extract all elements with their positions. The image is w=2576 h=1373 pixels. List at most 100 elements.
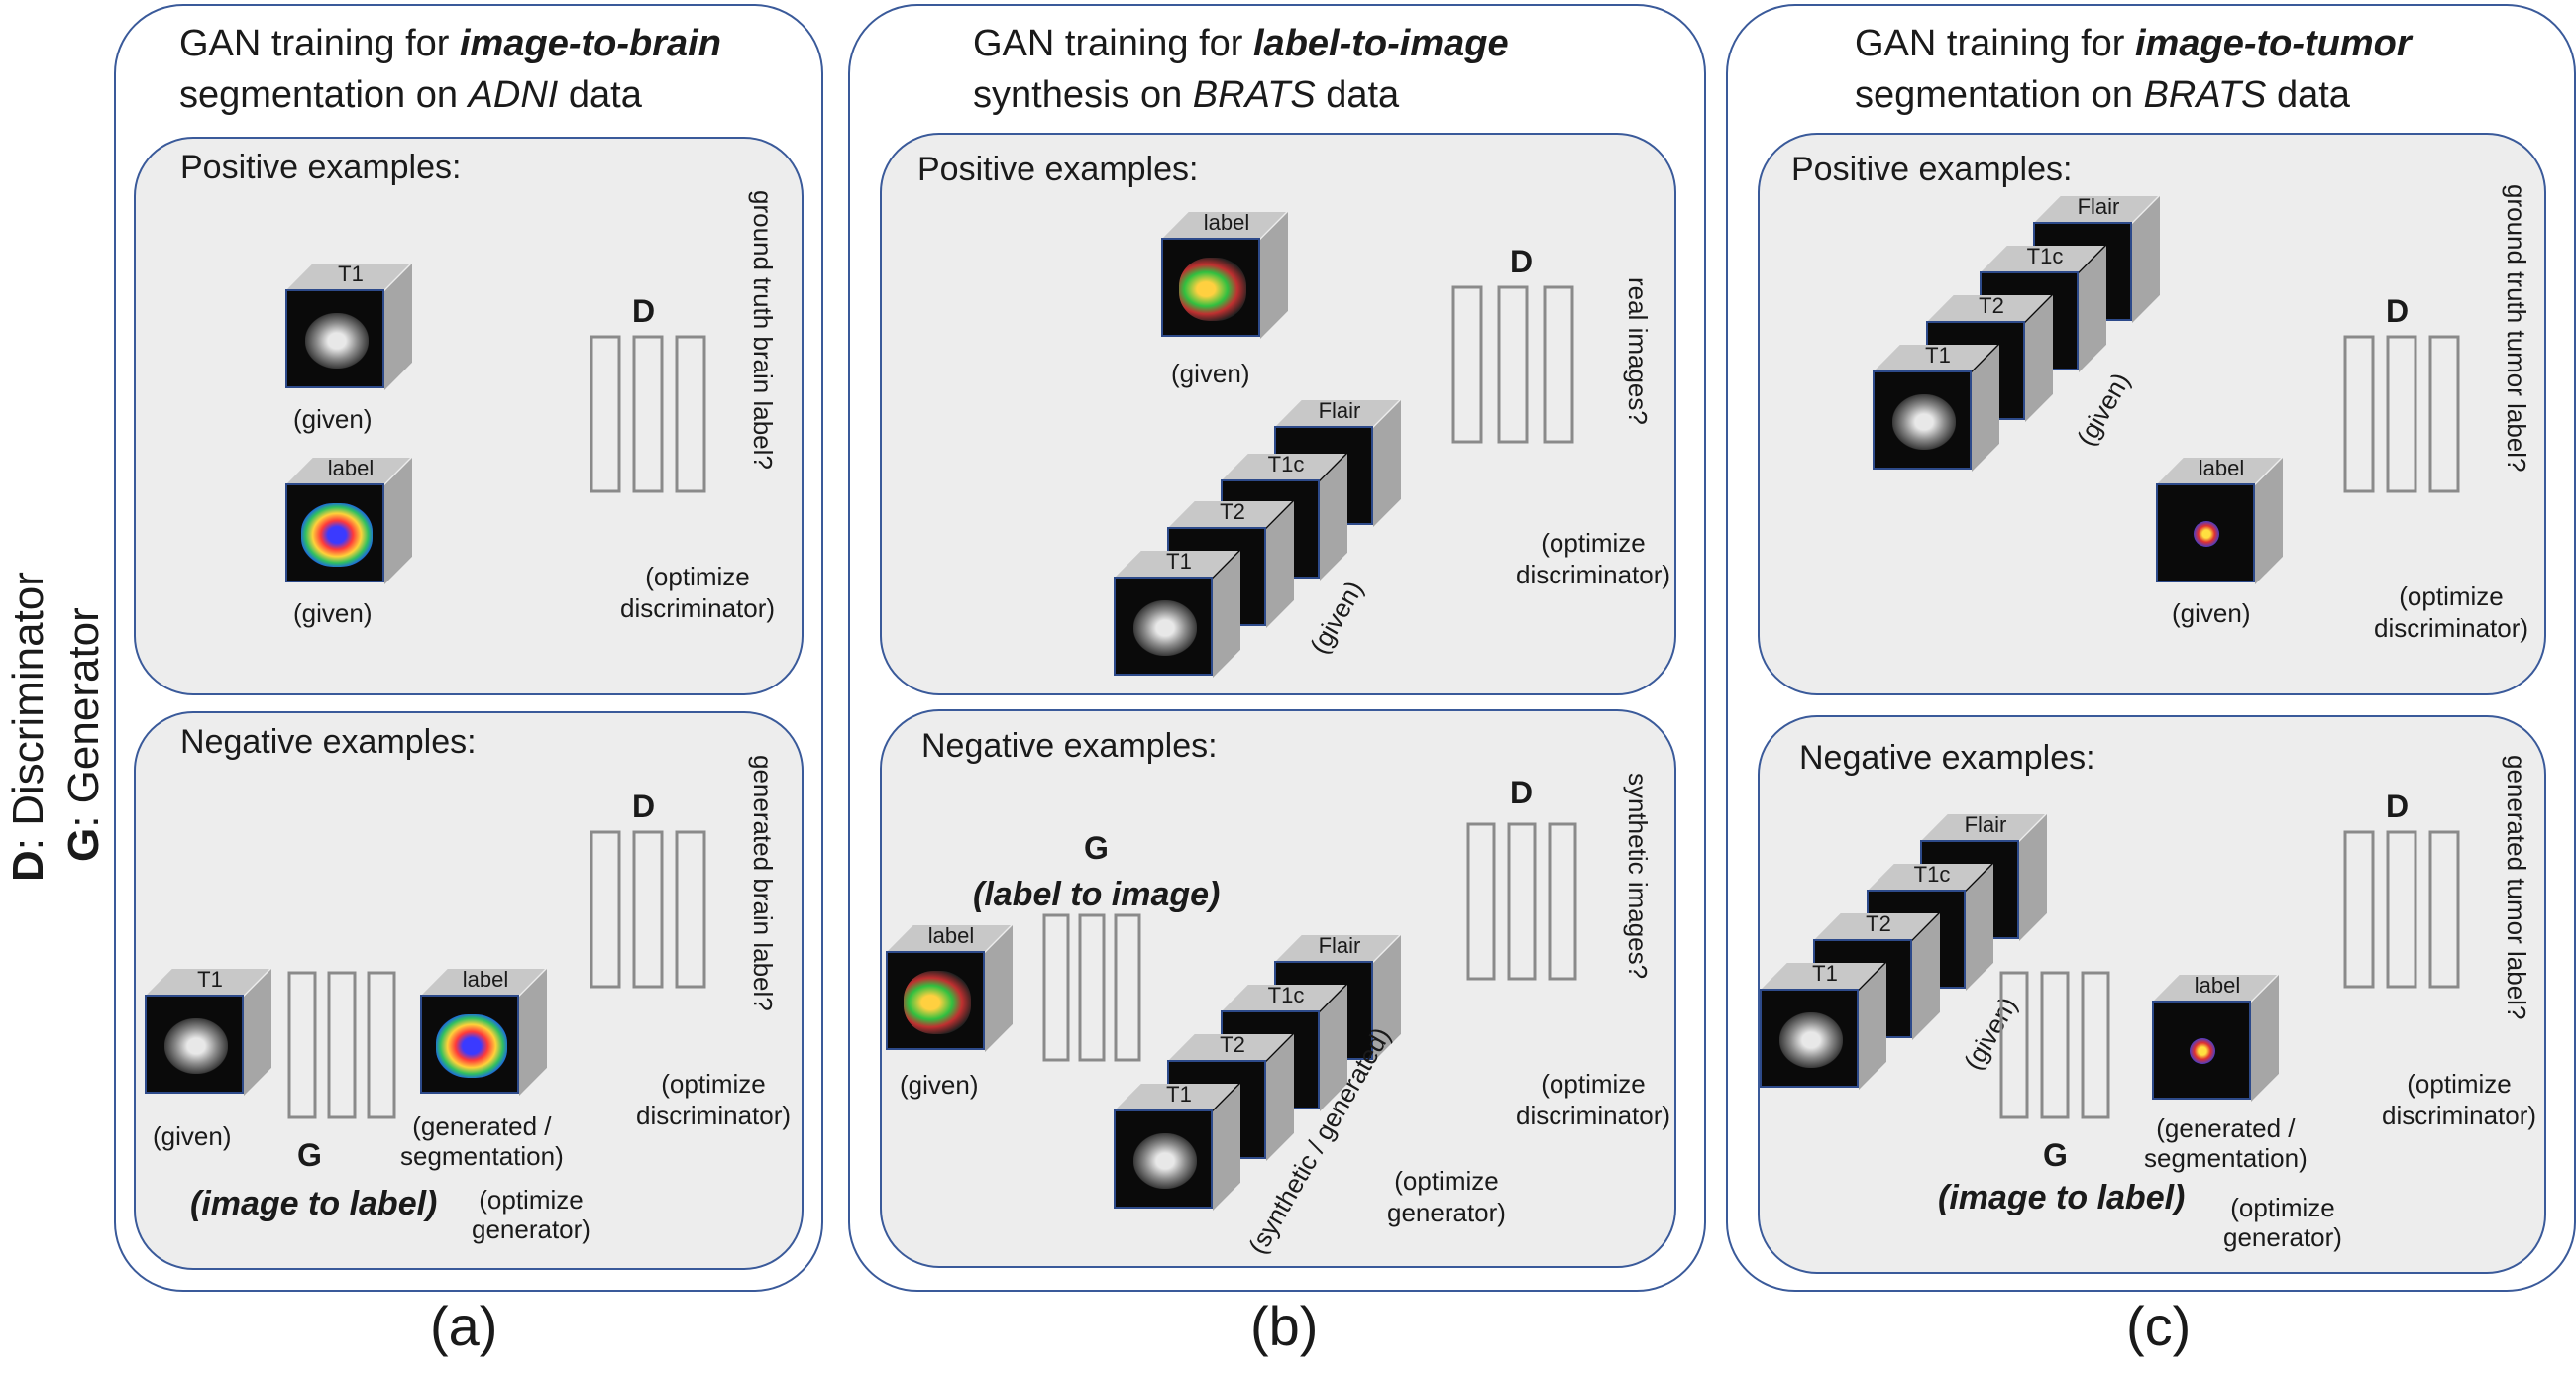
mri-slice <box>1873 370 1972 470</box>
title-prefix: GAN training for <box>179 23 460 64</box>
negative-examples-heading: Negative examples: <box>180 723 477 761</box>
t1-cube: T1 <box>1114 549 1242 680</box>
optimize-discriminator-label: (optimize discriminator) <box>620 562 776 623</box>
mri-slice <box>1114 1109 1213 1209</box>
t1-input-cube: T1 <box>145 967 273 1098</box>
optimize-discriminator-label: (optimize discriminator) <box>2374 581 2529 643</box>
panel-c-title-line1: GAN training for image-to-tumor <box>1855 20 2412 67</box>
output-question: generated tumor label? <box>2502 755 2531 1020</box>
optimize-discriminator-label: (optimize discriminator) <box>636 1069 792 1130</box>
cube-label: T1 <box>338 262 364 286</box>
tumor-label-image <box>886 951 985 1050</box>
discriminator-network <box>1466 822 1577 981</box>
cube-label: T1c <box>2026 244 2064 268</box>
generator-network <box>287 971 396 1119</box>
legend-key: G <box>59 827 108 862</box>
cube-label: T1c <box>1267 983 1305 1007</box>
discriminator-letter: D <box>2386 789 2410 824</box>
cube-label: label <box>1203 210 1250 235</box>
cube-label: label <box>327 456 375 480</box>
generator-name: (image to label) <box>1938 1179 2186 1216</box>
cube-label: T2 <box>1220 1032 1245 1057</box>
caption-c: (c) <box>2126 1295 2192 1357</box>
tumor-segmentation <box>2190 1038 2215 1064</box>
discriminator-letter: D <box>1510 775 1534 810</box>
optimize-discriminator-label: (optimize discriminator) <box>2382 1069 2537 1130</box>
cube-label: T1 <box>1166 1082 1192 1107</box>
panel-a-title-line1: GAN training for image-to-brain <box>179 20 721 67</box>
legend-text: : Discriminator <box>4 572 53 851</box>
cube-label: T1 <box>1166 549 1192 574</box>
discriminator-letter: D <box>632 789 656 824</box>
cube-label: T2 <box>1866 911 1891 936</box>
cube-label: T1c <box>1913 862 1951 887</box>
cube-label: label <box>2198 456 2245 480</box>
panel-a-positive <box>134 137 804 695</box>
positive-examples-heading: Positive examples: <box>917 151 1199 188</box>
legend-key: D <box>4 850 53 882</box>
brain-mri <box>1133 600 1197 656</box>
negative-examples-heading: Negative examples: <box>1799 739 2095 777</box>
generated-caption: (generated / segmentation) <box>400 1111 564 1171</box>
dataset-name: ADNI <box>468 74 559 116</box>
t1-cube: T1 <box>1873 343 2001 474</box>
legend-text: : Generator <box>59 607 108 828</box>
optimize-generator-label: (optimize generator) <box>2223 1193 2342 1252</box>
title-suffix: data <box>2266 74 2350 116</box>
discriminator-network <box>1451 285 1574 444</box>
title-prefix: GAN training for <box>1855 23 2135 64</box>
generator-network <box>1999 971 2110 1119</box>
tumor-label-map <box>1179 258 1246 321</box>
given-caption: (given) <box>153 1121 232 1151</box>
generator-letter: G <box>1084 830 1109 866</box>
brain-label-image <box>285 483 384 582</box>
cube-label: T2 <box>1979 293 2004 318</box>
generator-name: (image to label) <box>190 1185 438 1222</box>
dataset-name: BRATS <box>1192 74 1316 116</box>
label-input-cube: label <box>2156 456 2285 586</box>
discriminator-network <box>2343 830 2460 989</box>
discriminator-network <box>590 335 706 493</box>
tumor-label-image <box>2156 483 2255 582</box>
output-question: ground truth tumor label? <box>2502 184 2531 473</box>
generated-caption: (generated / segmentation) <box>2144 1113 2308 1173</box>
discriminator-network <box>590 830 706 989</box>
mri-slice <box>1760 989 1859 1088</box>
brain-mri <box>1779 1012 1843 1068</box>
tumor-segmentation <box>2194 521 2219 547</box>
output-question: generated brain label? <box>748 755 778 1011</box>
cube-label: T1c <box>1267 452 1305 476</box>
t1-cube: T1 <box>1760 961 1888 1092</box>
generator-letter: G <box>297 1137 322 1173</box>
legend-generator: G: Generator <box>59 607 109 862</box>
cube-label: T2 <box>1220 499 1245 524</box>
discriminator-network <box>2343 335 2460 493</box>
cube-label: Flair <box>1318 398 1361 423</box>
mri-slice <box>1114 577 1213 676</box>
title-prefix: segmentation on <box>179 74 469 116</box>
generated-label-cube: label <box>2152 973 2281 1104</box>
title-emphasis: label-to-image <box>1253 23 1509 64</box>
brain-mri <box>164 1018 228 1074</box>
label-input-cube: label <box>886 923 1015 1054</box>
cube-label: label <box>462 967 509 992</box>
brain-mri <box>1133 1133 1197 1189</box>
tumor-label-image <box>1161 238 1260 337</box>
title-suffix: data <box>558 74 642 116</box>
positive-examples-heading: Positive examples: <box>1791 151 2073 188</box>
discriminator-letter: D <box>632 293 656 329</box>
title-emphasis: image-to-tumor <box>2135 23 2412 64</box>
positive-examples-heading: Positive examples: <box>180 149 462 186</box>
given-caption: (given) <box>900 1070 979 1100</box>
panel-b-title-line1: GAN training for label-to-image <box>973 20 1509 67</box>
generator-name: (label to image) <box>973 876 1221 913</box>
legend-discriminator: D: Discriminator <box>4 572 54 882</box>
optimize-discriminator-label: (optimize discriminator) <box>1516 528 1671 589</box>
cube-label: Flair <box>2077 194 2120 219</box>
output-question: synthetic images? <box>1623 773 1653 980</box>
panel-a-title-line2: segmentation on ADNI data <box>179 71 642 119</box>
brain-mri <box>305 313 369 369</box>
cube-label: label <box>927 923 975 948</box>
output-question: real images? <box>1623 277 1653 425</box>
